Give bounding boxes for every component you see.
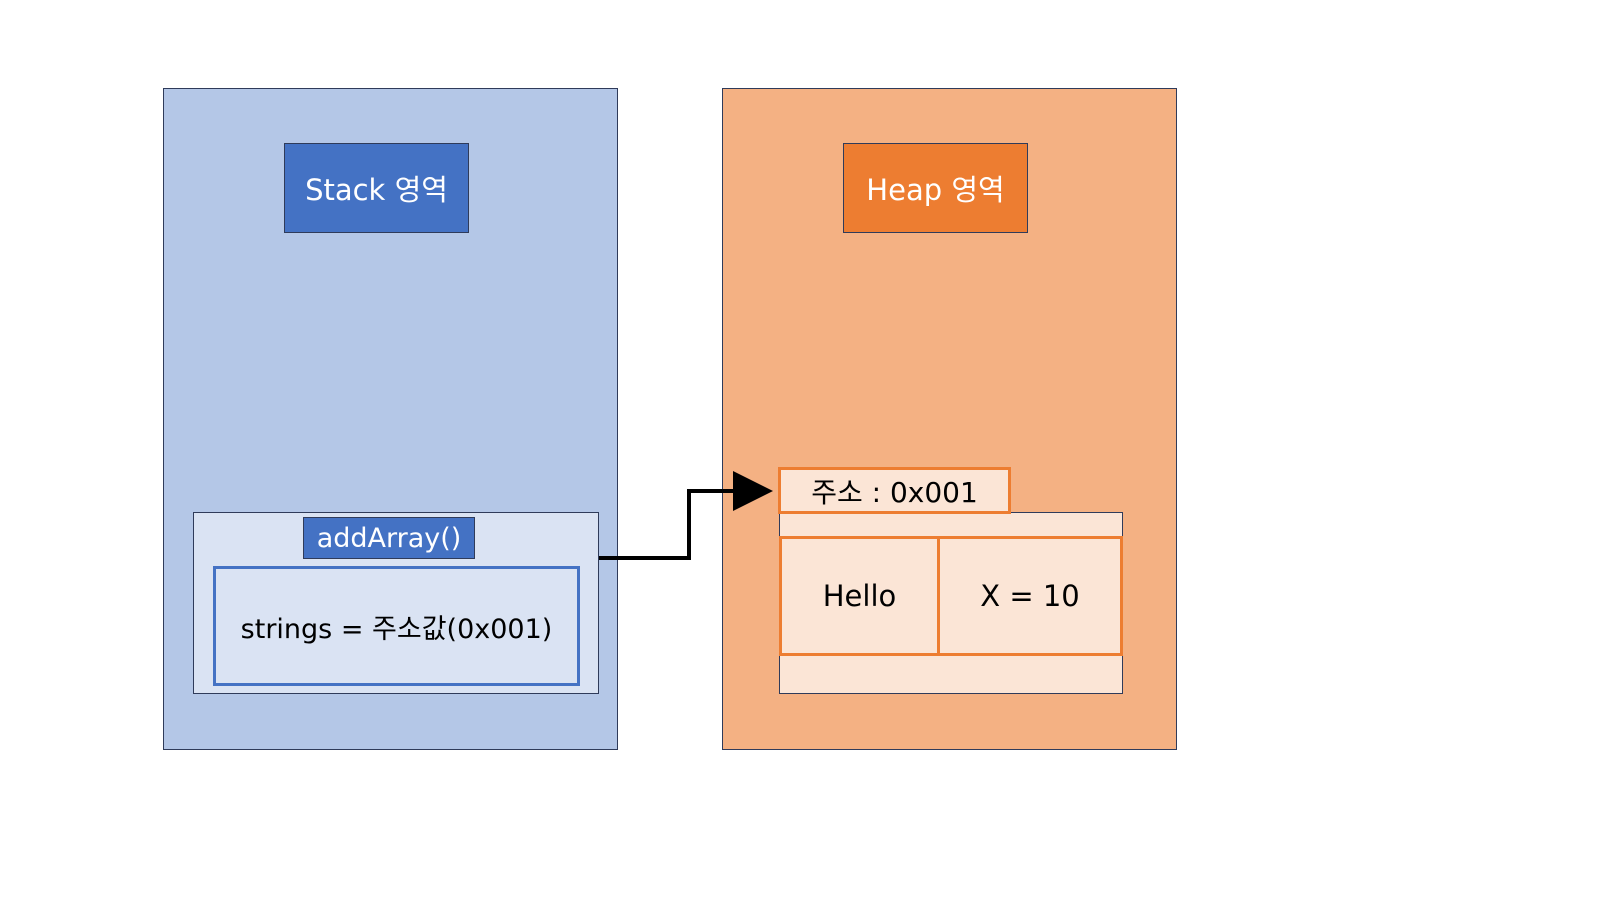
heap-region-title: Heap 영역 xyxy=(843,143,1028,233)
array-cell-x: X = 10 xyxy=(937,536,1123,656)
method-label: addArray() xyxy=(303,517,475,559)
address-label: 주소 : 0x001 xyxy=(778,467,1011,514)
array-cell-hello: Hello xyxy=(779,536,940,656)
strings-variable: strings = 주소값(0x001) xyxy=(213,566,580,686)
stack-region-title: Stack 영역 xyxy=(284,143,469,233)
